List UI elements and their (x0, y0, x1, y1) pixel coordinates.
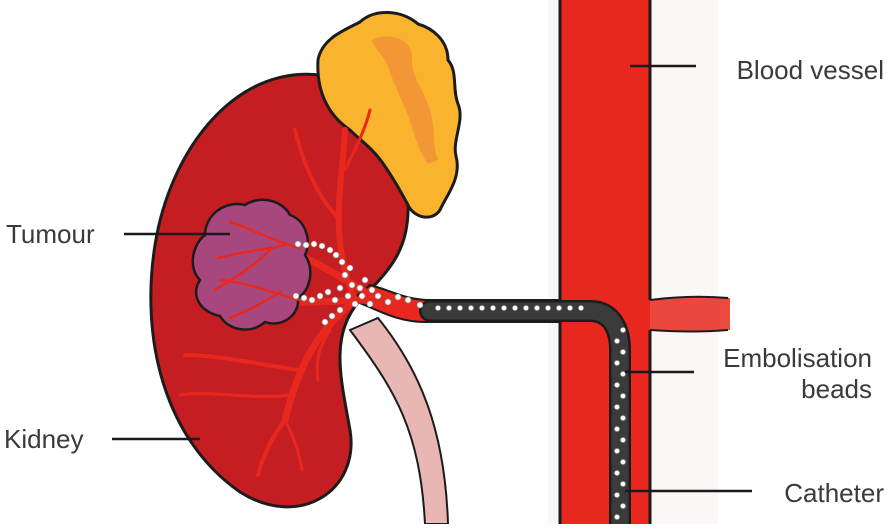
tumour-label: Tumour (6, 219, 95, 249)
bead-dot (303, 242, 309, 248)
bead-dot (534, 305, 539, 310)
bead-dot (357, 285, 363, 291)
bead-dot (295, 241, 301, 247)
bead-dot (385, 299, 391, 305)
bead-dot (362, 277, 368, 283)
bead-dot (395, 294, 401, 300)
bead-dot (332, 297, 338, 303)
bead-dot (614, 426, 619, 431)
catheter-label: Catheter (784, 478, 884, 508)
bead-dot (501, 305, 506, 310)
embolisation-label-line2: beads (801, 374, 872, 404)
bead-dot (545, 305, 550, 310)
bead-dot (349, 282, 355, 288)
bead-dot (614, 492, 619, 497)
bead-dot (339, 259, 345, 265)
bead-dot (614, 338, 619, 343)
bead-dot (614, 382, 619, 387)
bead-dot (614, 470, 619, 475)
bead-dot (512, 305, 517, 310)
blood-vessel-label: Blood vessel (737, 55, 884, 85)
bead-dot (325, 289, 331, 295)
bead-dot (337, 307, 343, 313)
vessel-branch-right (650, 297, 730, 332)
bead-dot (620, 349, 625, 354)
bead-dot (523, 305, 528, 310)
bead-dot (309, 297, 315, 303)
bead-dot (293, 293, 299, 299)
kidney-label: Kidney (4, 424, 84, 454)
bead-dot (614, 448, 619, 453)
bead-dot (490, 305, 495, 310)
embolisation-label-line1: Embolisation (723, 343, 872, 373)
bead-dot (446, 305, 451, 310)
bead-dot (620, 393, 625, 398)
bead-dot (359, 293, 365, 299)
ureter-shape (350, 318, 448, 524)
bead-dot (342, 272, 348, 278)
bead-dot (352, 301, 358, 307)
bead-dot (367, 301, 373, 307)
bead-dot (614, 514, 619, 519)
bead-dot (311, 241, 317, 247)
bead-dot (620, 437, 625, 442)
bead-dot (317, 293, 323, 299)
bead-dot (614, 404, 619, 409)
bead-dot (556, 305, 561, 310)
bead-dot (417, 302, 423, 308)
bead-dot (578, 305, 583, 310)
bead-dot (369, 287, 375, 293)
bead-dot (327, 247, 333, 253)
bead-dot (405, 297, 411, 303)
bead-dot (345, 293, 351, 299)
bead-dot (567, 305, 572, 310)
bead-dot (301, 295, 307, 301)
bead-dot (337, 285, 343, 291)
bead-dot (322, 319, 328, 325)
bead-dot (319, 243, 325, 249)
bead-dot (620, 327, 625, 332)
bead-dot (347, 265, 353, 271)
bead-dot (620, 415, 625, 420)
bead-dot (620, 481, 625, 486)
bead-dot (620, 371, 625, 376)
bead-dot (620, 503, 625, 508)
bead-dot (333, 252, 339, 258)
bead-dot (457, 305, 462, 310)
bead-dot (479, 305, 484, 310)
bead-dot (468, 305, 473, 310)
bead-dot (614, 360, 619, 365)
bead-dot (435, 305, 440, 310)
bead-dot (329, 313, 335, 319)
blood-vessel-shape (560, 0, 650, 524)
bead-dot (620, 459, 625, 464)
bead-dot (375, 293, 381, 299)
